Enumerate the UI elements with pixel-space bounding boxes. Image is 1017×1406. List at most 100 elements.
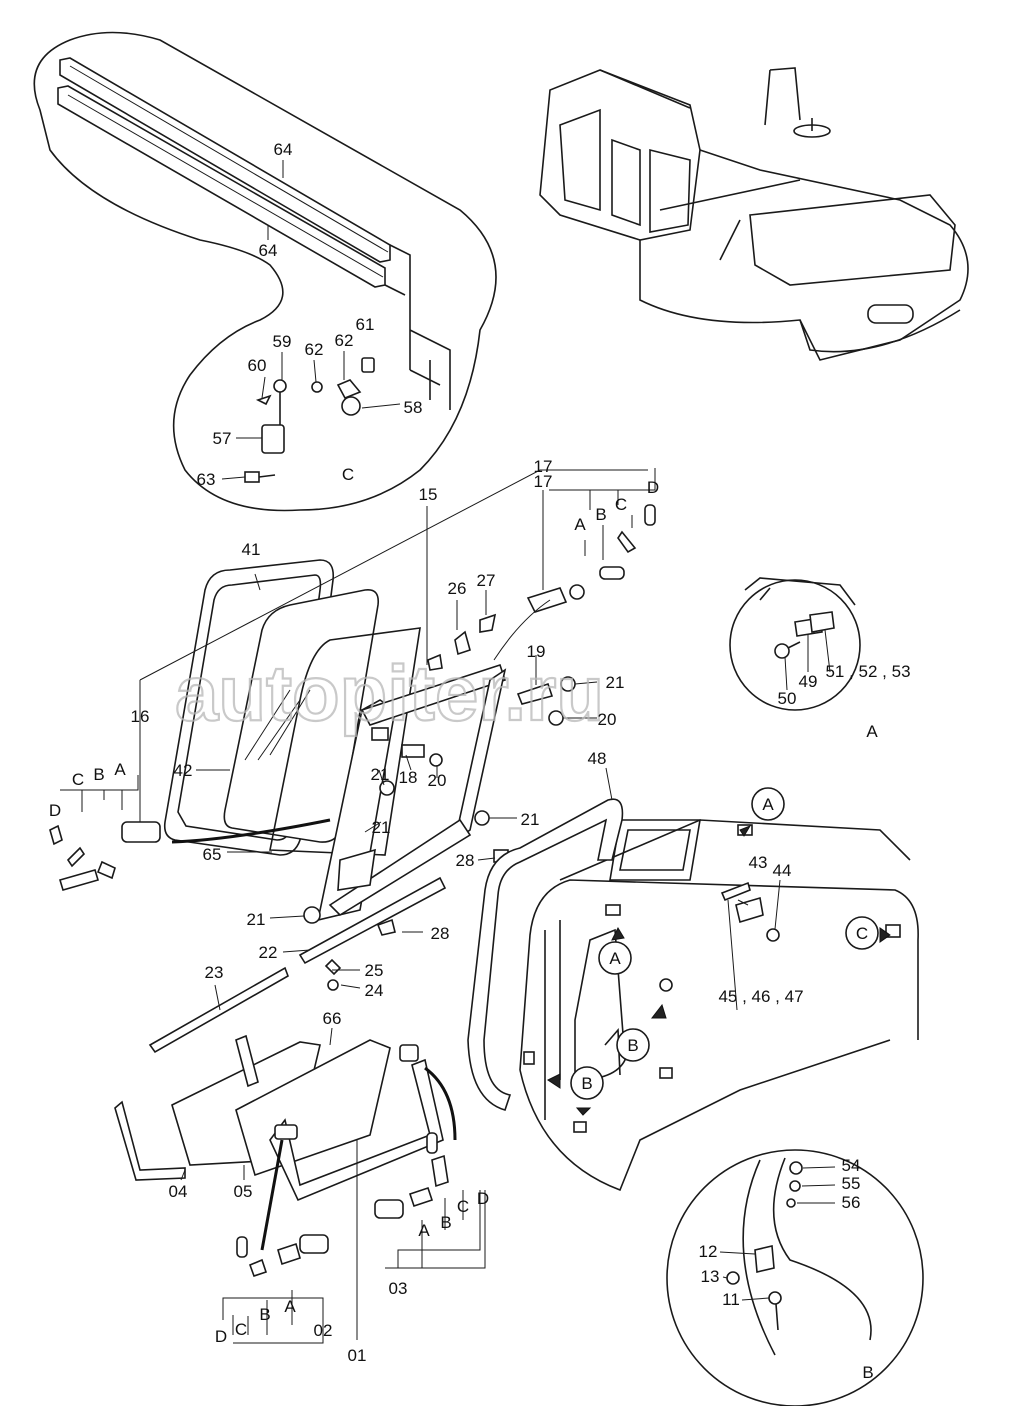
callout-17-top: 17 bbox=[534, 457, 553, 476]
label-17-A: A bbox=[574, 515, 586, 534]
door-seal-48 bbox=[467, 798, 624, 1111]
view-label-B: B bbox=[862, 1363, 873, 1382]
callout-03: 03 bbox=[389, 1279, 408, 1298]
callout-24: 24 bbox=[365, 981, 384, 1000]
callout-28b: 28 bbox=[431, 924, 450, 943]
callout-labels: 64 64 59 60 62 62 61 58 57 63 C 41 15 17… bbox=[49, 140, 911, 1382]
callout-13: 13 bbox=[701, 1267, 720, 1286]
excavator-overview bbox=[539, 67, 969, 361]
view-label-A: A bbox=[866, 722, 878, 741]
label-16-A: A bbox=[114, 760, 126, 779]
callout-12: 12 bbox=[699, 1242, 718, 1261]
callout-21b: 21 bbox=[371, 765, 390, 784]
callout-54: 54 bbox=[842, 1156, 861, 1175]
callout-56: 56 bbox=[842, 1193, 861, 1212]
callout-20b: 20 bbox=[428, 771, 447, 790]
label-02-B: B bbox=[259, 1305, 270, 1324]
callout-18: 18 bbox=[399, 768, 418, 787]
callout-17: 17 bbox=[534, 472, 553, 491]
label-03-B: B bbox=[440, 1213, 451, 1232]
wire-03 bbox=[424, 1066, 457, 1141]
rails-22-23 bbox=[148, 876, 447, 1054]
label-17-C: C bbox=[615, 495, 627, 514]
callout-49: 49 bbox=[799, 672, 818, 691]
svg-text:A: A bbox=[762, 795, 774, 814]
callout-64b: 64 bbox=[259, 241, 278, 260]
reference-arrows bbox=[547, 824, 891, 1116]
callout-21e: 21 bbox=[247, 910, 266, 929]
latch-03-assembly bbox=[374, 1132, 449, 1219]
weatherstrip-64 bbox=[57, 57, 391, 288]
label-02-C: C bbox=[235, 1320, 247, 1339]
circle-ref-B-2: B bbox=[570, 1066, 604, 1100]
callout-19: 19 bbox=[527, 642, 546, 661]
callout-60: 60 bbox=[248, 356, 267, 375]
callout-15: 15 bbox=[419, 485, 438, 504]
callout-21c: 21 bbox=[372, 818, 391, 837]
callout-01: 01 bbox=[348, 1346, 367, 1365]
callout-61: 61 bbox=[356, 315, 375, 334]
detail-A bbox=[729, 577, 861, 711]
callout-27: 27 bbox=[477, 571, 496, 590]
callout-16: 16 bbox=[131, 707, 150, 726]
label-16-D: D bbox=[49, 801, 61, 820]
label-02-A: A bbox=[284, 1297, 296, 1316]
callout-04: 04 bbox=[169, 1182, 188, 1201]
label-03-C: C bbox=[457, 1197, 469, 1216]
svg-text:C: C bbox=[856, 924, 868, 943]
label-16-B: B bbox=[93, 765, 104, 784]
latch-16-assembly bbox=[49, 821, 161, 891]
callout-44: 44 bbox=[773, 861, 792, 880]
callout-20a: 20 bbox=[598, 710, 617, 729]
leader-lines bbox=[60, 160, 836, 1344]
watermark: autopiter.ru bbox=[175, 649, 604, 737]
wire-arc-16 bbox=[171, 818, 331, 844]
detail-bubble-outline bbox=[33, 31, 497, 512]
callout-11: 11 bbox=[722, 1290, 740, 1309]
callout-63: 63 bbox=[197, 470, 216, 489]
callout-62a: 62 bbox=[305, 340, 324, 359]
label-16-C: C bbox=[72, 770, 84, 789]
label-17-D: D bbox=[647, 478, 659, 497]
label-03-D: D bbox=[477, 1189, 489, 1208]
label-02-D: D bbox=[215, 1327, 227, 1346]
callout-26: 26 bbox=[448, 579, 467, 598]
callout-43: 43 bbox=[749, 853, 768, 872]
callout-66: 66 bbox=[323, 1009, 342, 1028]
label-17-B: B bbox=[595, 505, 606, 524]
callout-50: 50 bbox=[778, 689, 797, 708]
label-03-A: A bbox=[418, 1221, 430, 1240]
lower-window-frame-04 bbox=[114, 1100, 186, 1181]
callout-64a: 64 bbox=[274, 140, 293, 159]
glass-42-hatch bbox=[244, 689, 311, 761]
svg-text:B: B bbox=[581, 1074, 592, 1093]
svg-text:A: A bbox=[609, 949, 621, 968]
circle-ref-A-2: A bbox=[598, 941, 632, 975]
callout-22: 22 bbox=[259, 943, 278, 962]
callout-59: 59 bbox=[273, 332, 292, 351]
circle-ref-B-1: B bbox=[616, 1028, 650, 1062]
callout-23: 23 bbox=[205, 963, 224, 982]
callout-58: 58 bbox=[404, 398, 423, 417]
callout-62b: 62 bbox=[335, 331, 354, 350]
cab-frame-corner bbox=[384, 244, 451, 410]
callout-51-52-53: 51 , 52 , 53 bbox=[825, 662, 910, 681]
view-label-C: C bbox=[342, 465, 354, 484]
wire-01 bbox=[260, 1139, 284, 1251]
callout-45-46-47: 45 , 46 , 47 bbox=[718, 987, 803, 1006]
callout-65: 65 bbox=[203, 845, 222, 864]
callout-02: 02 bbox=[314, 1321, 333, 1340]
callout-25: 25 bbox=[365, 961, 384, 980]
callout-55: 55 bbox=[842, 1174, 861, 1193]
callout-05: 05 bbox=[234, 1182, 253, 1201]
callout-28a: 28 bbox=[456, 851, 475, 870]
svg-text:B: B bbox=[627, 1036, 638, 1055]
latch-02-assembly bbox=[236, 1234, 329, 1278]
circle-ref-C: C bbox=[845, 916, 879, 950]
door-frame bbox=[303, 663, 507, 924]
film-65 bbox=[269, 627, 421, 856]
callout-48: 48 bbox=[588, 749, 607, 768]
callout-21a: 21 bbox=[606, 673, 625, 692]
